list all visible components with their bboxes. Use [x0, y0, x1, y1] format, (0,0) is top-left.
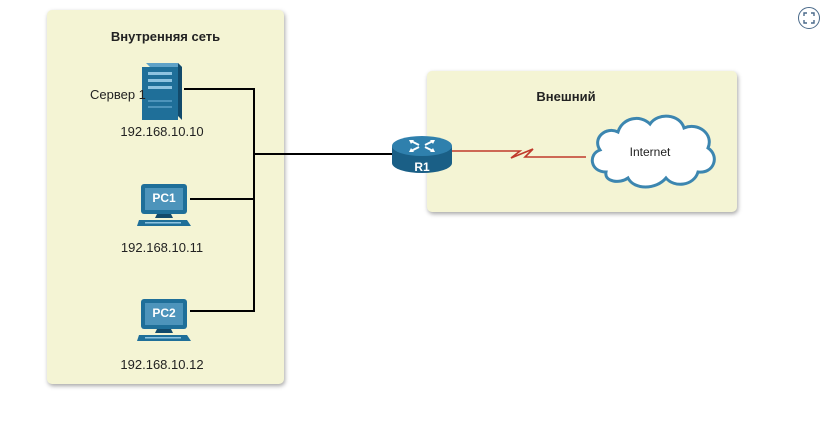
server-icon[interactable]: [140, 60, 184, 122]
internet-cloud-icon: Internet: [584, 110, 722, 192]
expand-icon: [803, 12, 815, 24]
expand-button[interactable]: [798, 7, 820, 29]
pc1-label: PC1: [152, 191, 176, 205]
pc1-ip: 192.168.10.11: [120, 240, 204, 255]
pc2-label: PC2: [152, 306, 176, 320]
router-icon[interactable]: R1: [389, 133, 455, 177]
pc2-ip: 192.168.10.12: [120, 357, 204, 372]
internal-zone-title: Внутренняя сеть: [110, 29, 221, 44]
internet-label: Internet: [629, 145, 671, 159]
serial-link: [452, 148, 586, 159]
server-ip: 192.168.10.10: [120, 124, 204, 139]
router-label: R1: [414, 160, 430, 174]
server-label: Сервер 1: [90, 87, 146, 102]
pc1-icon[interactable]: PC1: [137, 182, 193, 228]
external-zone-title: Внешний: [536, 89, 596, 104]
pc2-icon[interactable]: PC2: [137, 297, 193, 343]
